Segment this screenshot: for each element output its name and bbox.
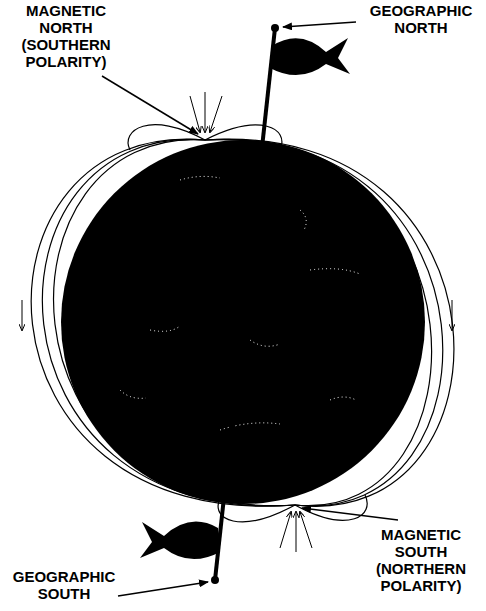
pole-label: MAGNETIC NORTH (SOUTHERN POLARITY)	[6, 2, 126, 70]
fish-flag	[140, 522, 220, 560]
field-arrows	[22, 92, 452, 552]
pole-dot	[271, 24, 279, 32]
pole-label: GEOGRAPHIC NORTH	[360, 2, 482, 36]
pole-label: MAGNETIC SOUTH (NORTHERN POLARITY)	[360, 526, 482, 594]
fish-flag	[270, 38, 350, 75]
leader-lines	[102, 22, 398, 596]
rotation-axis	[215, 28, 275, 580]
pole-label: GEOGRAPHIC SOUTH	[4, 568, 124, 602]
land-marks	[120, 176, 360, 430]
pole-dot	[211, 576, 219, 584]
